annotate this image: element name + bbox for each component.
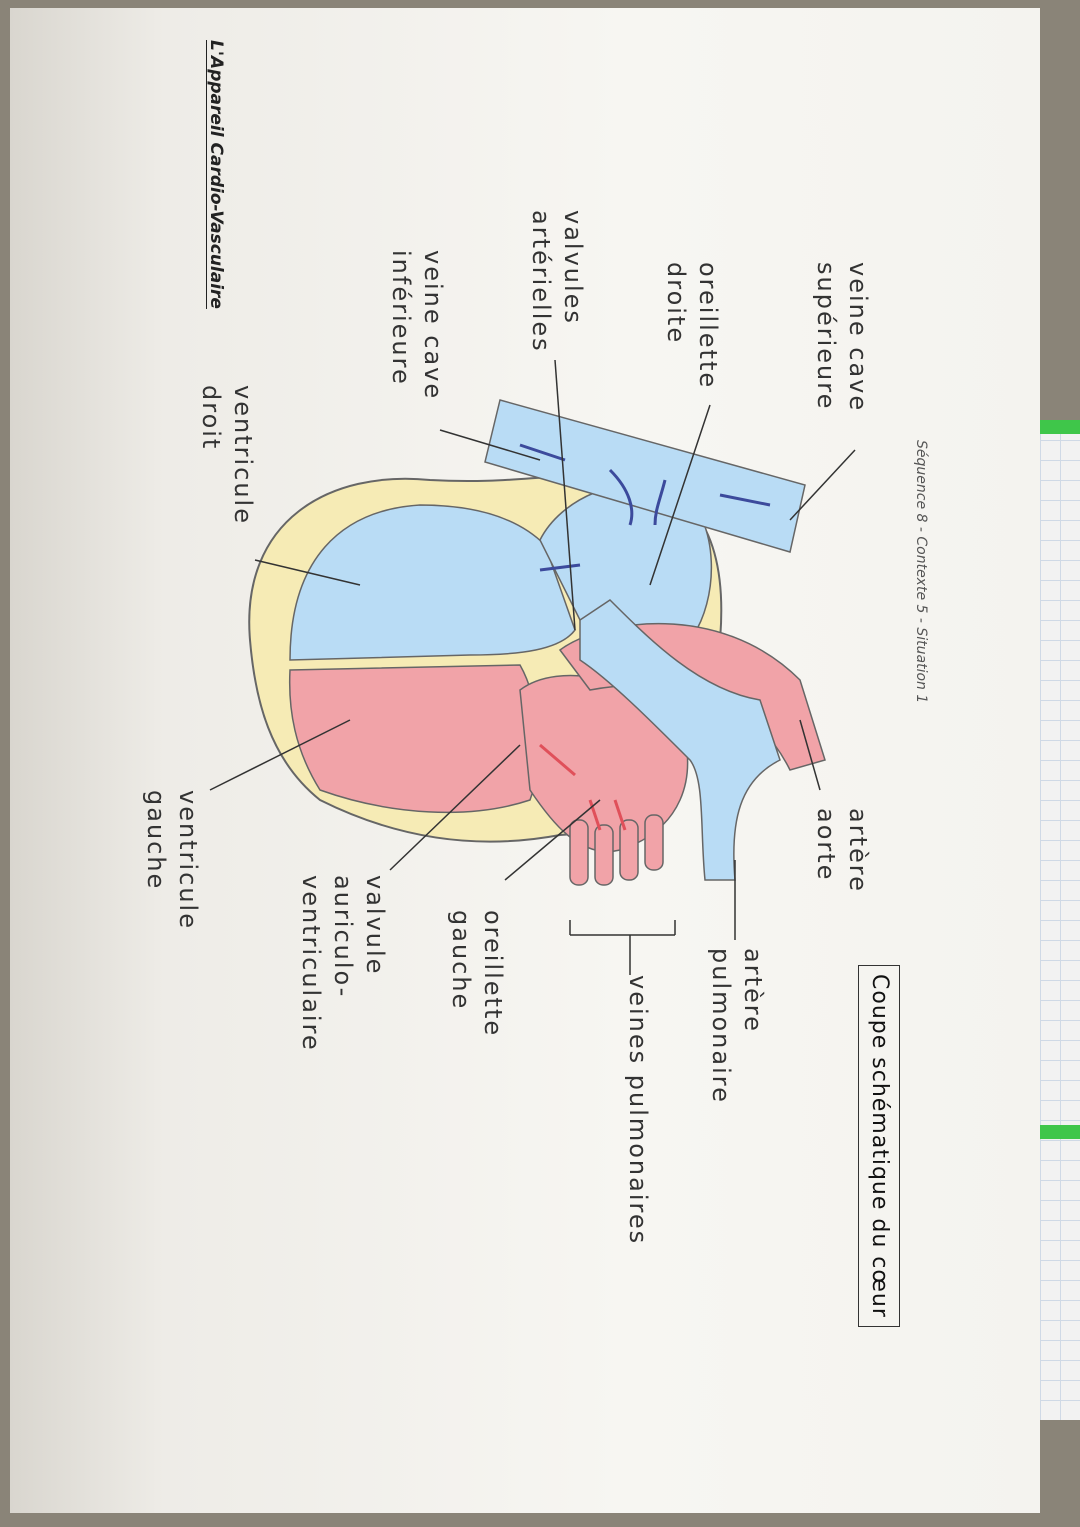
green-tab	[1040, 420, 1080, 434]
caption-box: Coupe schématique du cœur	[858, 965, 900, 1327]
blood-flow-arrows-blue	[519, 443, 771, 572]
green-tab	[1040, 1125, 1080, 1139]
right-ventricle	[289, 504, 576, 661]
leader-lines	[209, 359, 856, 975]
label-veines-pulmonaires: veines pulmonaires	[624, 975, 652, 1246]
grid-paper	[1040, 420, 1080, 1420]
vena-cava	[484, 399, 806, 553]
document-subtitle: Séquence 8 - Contexte 5 - Situation 1	[913, 440, 929, 704]
document-title: L'Appareil Cardio-Vasculaire	[206, 40, 226, 309]
left-ventricle	[288, 664, 540, 814]
blood-flow-arrows-red	[539, 743, 627, 831]
pulmonary-veins	[569, 814, 664, 886]
